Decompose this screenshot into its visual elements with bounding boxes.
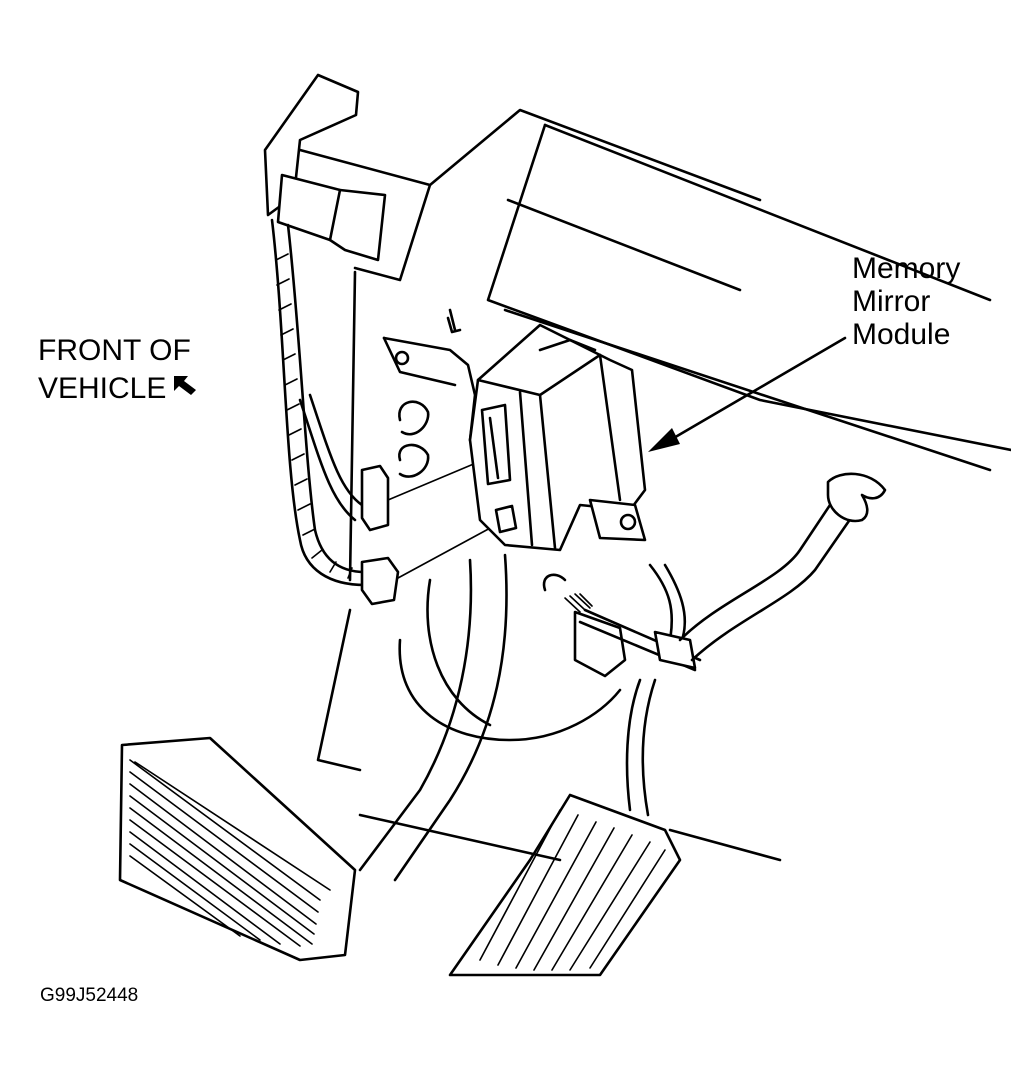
module-label-line1: Memory [852, 252, 961, 285]
memory-mirror-module [468, 323, 647, 552]
pedal-support [316, 270, 687, 772]
memory-mirror-module-label: Memory Mirror Module [852, 254, 960, 353]
front-label-line2: VEHICLE [38, 372, 167, 405]
accelerator-pedal [448, 678, 682, 977]
module-label-line2: Mirror [852, 285, 931, 318]
brake-pedal [118, 553, 508, 962]
front-of-vehicle-label: FRONT OF VEHICLE [38, 336, 198, 408]
harness-connectors [360, 454, 506, 606]
wiring-harness [270, 218, 367, 587]
module-label-line3: Module [852, 318, 951, 351]
mounting-bracket [382, 308, 477, 478]
floor-lines [358, 813, 782, 862]
dash-panel [298, 108, 1011, 472]
upper-bracket [263, 73, 387, 262]
front-label-line1: FRONT OF [38, 334, 191, 367]
figure-id: G99J52448 [40, 985, 139, 1006]
stud-rod [564, 472, 887, 678]
arrow-up-left-icon [172, 372, 198, 402]
module-callout-arrow [648, 336, 847, 452]
